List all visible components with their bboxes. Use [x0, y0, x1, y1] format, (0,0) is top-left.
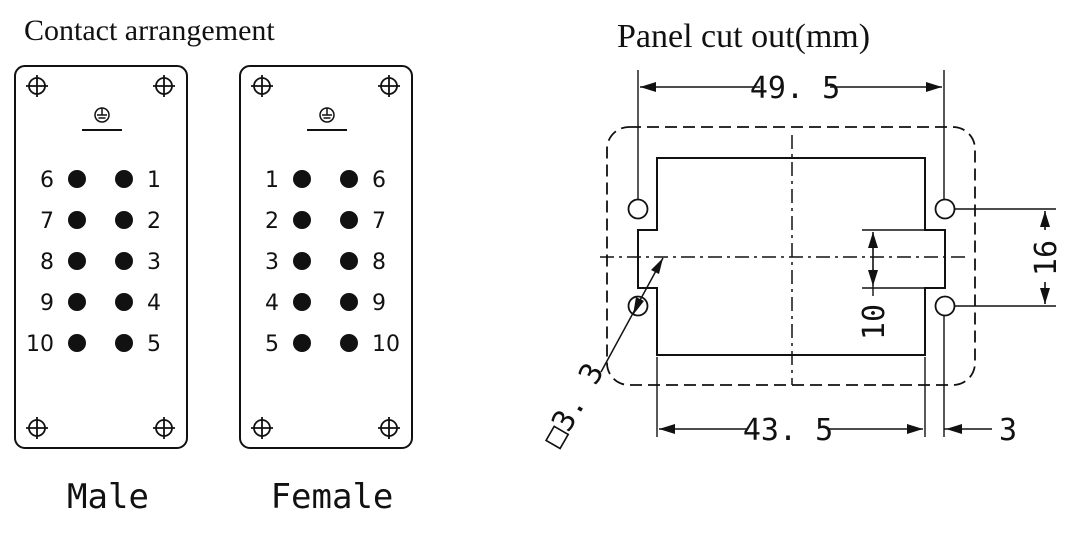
contact-pin — [68, 293, 86, 311]
mounting-hole-icon — [26, 417, 48, 439]
male-right-number: 1 — [147, 168, 161, 193]
female-right-number: 9 — [372, 291, 386, 316]
female-right-number: 8 — [372, 250, 386, 275]
dim-bottom-width: 43. 5 — [743, 413, 833, 448]
contact-socket — [293, 170, 311, 188]
male-right-number: 4 — [147, 291, 161, 316]
female-contact-panel: 1 2 3 4 5 6 7 8 9 10 — [239, 65, 413, 449]
male-left-number: 9 — [40, 291, 54, 316]
male-left-number: 8 — [40, 250, 54, 275]
male-left-number: 7 — [40, 209, 54, 234]
female-left-number: 1 — [265, 168, 279, 193]
female-panel-outline — [239, 65, 413, 449]
mounting-hole-icon — [251, 417, 273, 439]
female-left-number: 5 — [265, 332, 279, 357]
screw-hole — [627, 198, 649, 220]
ground-icon — [307, 107, 347, 131]
contact-arrangement-title: Contact arrangement — [24, 14, 275, 47]
male-right-number: 2 — [147, 209, 161, 234]
screw-hole — [627, 295, 649, 317]
female-label: Female — [271, 477, 394, 517]
mounting-hole-icon — [378, 75, 400, 97]
female-right-number: 6 — [372, 168, 386, 193]
housing-outline-dashed — [606, 126, 976, 386]
screw-hole — [934, 295, 956, 317]
contact-pin — [68, 334, 86, 352]
mounting-hole-icon — [251, 75, 273, 97]
ground-icon — [82, 107, 122, 131]
male-contact-panel: 6 7 8 9 10 1 2 3 4 5 — [14, 65, 188, 449]
contact-socket — [293, 211, 311, 229]
male-left-number: 6 — [40, 168, 54, 193]
dim-top-width: 49. 5 — [750, 71, 840, 106]
male-panel-outline — [14, 65, 188, 449]
dim-slot-height: 10 — [857, 304, 892, 340]
screw-hole — [934, 198, 956, 220]
contact-pin — [115, 170, 133, 188]
contact-socket — [293, 252, 311, 270]
female-right-number: 10 — [372, 332, 400, 357]
male-right-number: 3 — [147, 250, 161, 275]
contact-socket — [293, 334, 311, 352]
contact-socket — [293, 293, 311, 311]
mounting-hole-icon — [153, 417, 175, 439]
contact-socket — [340, 252, 358, 270]
male-contact-dots — [68, 170, 133, 352]
mounting-hole-icon — [26, 75, 48, 97]
male-left-number: 10 — [26, 332, 54, 357]
panel-cutout-title: Panel cut out(mm) — [617, 18, 870, 55]
dim-hole-spacing: 16 — [1029, 240, 1064, 276]
contact-pin — [115, 252, 133, 270]
contact-pin — [115, 211, 133, 229]
contact-pin — [115, 293, 133, 311]
female-left-number: 2 — [265, 209, 279, 234]
contact-socket — [340, 334, 358, 352]
contact-socket — [340, 211, 358, 229]
mounting-hole-icon — [153, 75, 175, 97]
dim-hole-size: □3. 3 — [536, 357, 611, 453]
contact-pin — [68, 170, 86, 188]
contact-pin — [115, 334, 133, 352]
female-right-number: 7 — [372, 209, 386, 234]
dimension-arrows — [633, 82, 1050, 434]
female-left-number: 3 — [265, 250, 279, 275]
contact-pin — [68, 252, 86, 270]
female-left-number: 4 — [265, 291, 279, 316]
mounting-hole-icon — [378, 417, 400, 439]
hole-size-leader — [600, 257, 664, 373]
contact-socket — [340, 293, 358, 311]
contact-pin — [68, 211, 86, 229]
panel-cutout-drawing — [600, 70, 1056, 437]
male-label: Male — [67, 477, 149, 517]
female-contact-dots — [293, 170, 358, 352]
dim-right-offset: 3 — [999, 413, 1017, 448]
contact-socket — [340, 170, 358, 188]
male-right-number: 5 — [147, 332, 161, 357]
